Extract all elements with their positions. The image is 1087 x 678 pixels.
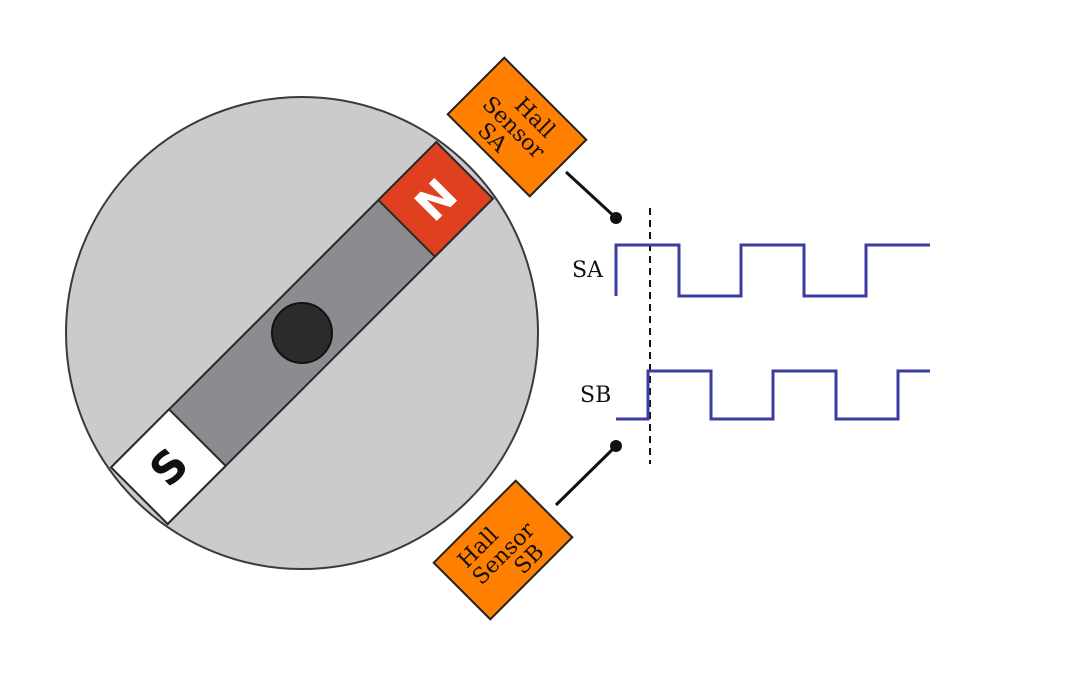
sensor-sb-lead-dot [610, 440, 622, 452]
hall-sensor-sb-box [432, 479, 574, 621]
south-pole [109, 407, 228, 526]
hall-sensor-sb: Hall Sensor SB [432, 479, 574, 621]
signal-sb-waveform [616, 369, 930, 421]
sensor-sb-lead [554, 444, 618, 507]
sensor-sa-lead-dot [610, 212, 622, 224]
north-pole [376, 140, 495, 259]
hall-sensor-sa-box [446, 56, 588, 198]
sensor-sa-lead [564, 170, 618, 220]
signal-sa-waveform [614, 243, 930, 298]
rotor-hub [271, 302, 333, 364]
signal-sb-label: SB [580, 383, 611, 408]
hall-sensor-sa: Hall Sensor SA [446, 56, 588, 198]
signal-sa-label: SA [572, 258, 604, 283]
